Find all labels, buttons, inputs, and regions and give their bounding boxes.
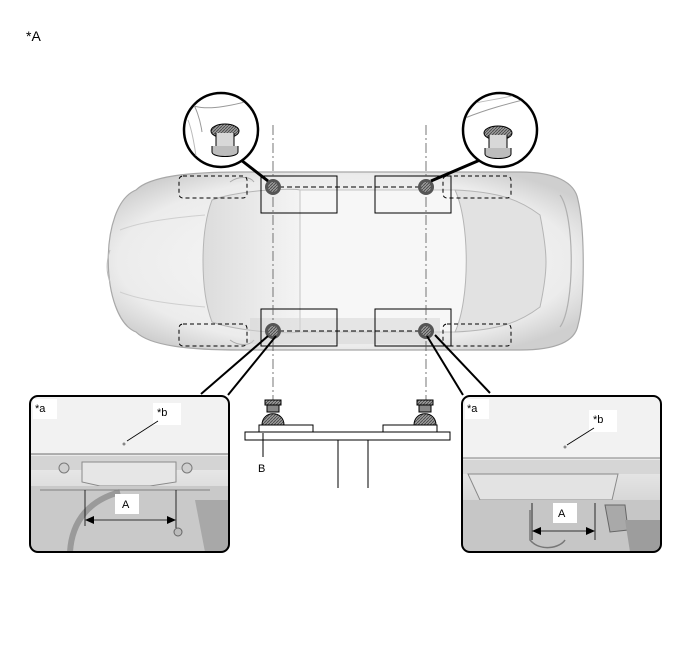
lift-point-front-right — [265, 323, 281, 339]
lift-pad-rear — [413, 399, 437, 426]
detail-inset-right: *a *b A — [426, 334, 662, 553]
callout-a-label-right: *a — [467, 403, 478, 415]
vehicle-top-view — [106, 171, 584, 351]
jack-pad-label: B — [258, 463, 265, 475]
callout-b-label-right: *b — [593, 414, 603, 426]
dimension-a-label-right: A — [558, 508, 566, 520]
lift-point-front-left — [265, 179, 281, 195]
lift-point-rear-right — [418, 323, 434, 339]
lift-centerlines — [272, 125, 427, 400]
lift-point-rear-left — [418, 179, 434, 195]
pad-detail-callout-left — [182, 91, 269, 183]
lift-point-markers — [265, 179, 434, 339]
lift-pad-icon — [210, 123, 240, 157]
dimension-a-label-left: A — [122, 499, 130, 511]
lift-pad-zones — [260, 175, 452, 347]
wheel-area-outlines — [178, 175, 512, 347]
lift-pad-b — [261, 399, 285, 426]
side-dashed-lines — [271, 186, 427, 332]
pad-detail-callout-right — [430, 91, 539, 183]
callout-b-label-left: *b — [157, 407, 167, 419]
figure-id-label: *A — [26, 28, 41, 44]
lift-pad-icon — [483, 125, 513, 159]
callout-a-label-left: *a — [35, 403, 46, 415]
lift-arm-side-view: B — [244, 399, 451, 488]
detail-inset-left: *a *b A — [29, 335, 277, 553]
